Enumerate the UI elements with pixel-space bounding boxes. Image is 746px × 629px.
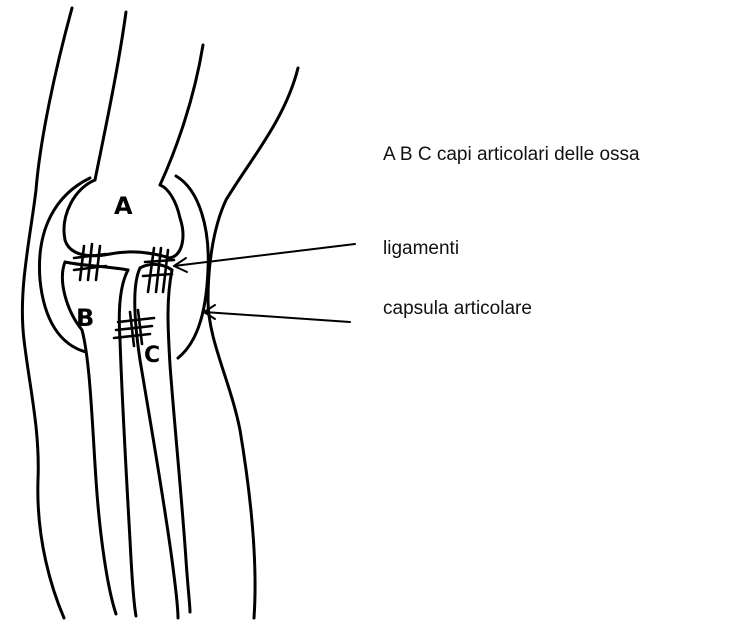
label-joint-capsule: capsula articolare [383, 298, 532, 320]
ligament-hatch-left [74, 244, 106, 280]
bone-letter-b: B [76, 304, 94, 332]
bone-a-right-edge [160, 45, 203, 185]
arrow-capsule [204, 305, 350, 322]
arrow-ligaments [174, 244, 355, 272]
bone-b [62, 262, 136, 616]
label-ligaments: ligamenti [383, 238, 459, 260]
limb-outline-right [208, 68, 298, 618]
bone-letter-c: C [144, 343, 160, 368]
bone-letter-a: A [114, 192, 133, 220]
label-articular-bone-heads: A B C capi articolari delle ossa [383, 144, 640, 166]
bone-a-left-edge [95, 12, 126, 180]
